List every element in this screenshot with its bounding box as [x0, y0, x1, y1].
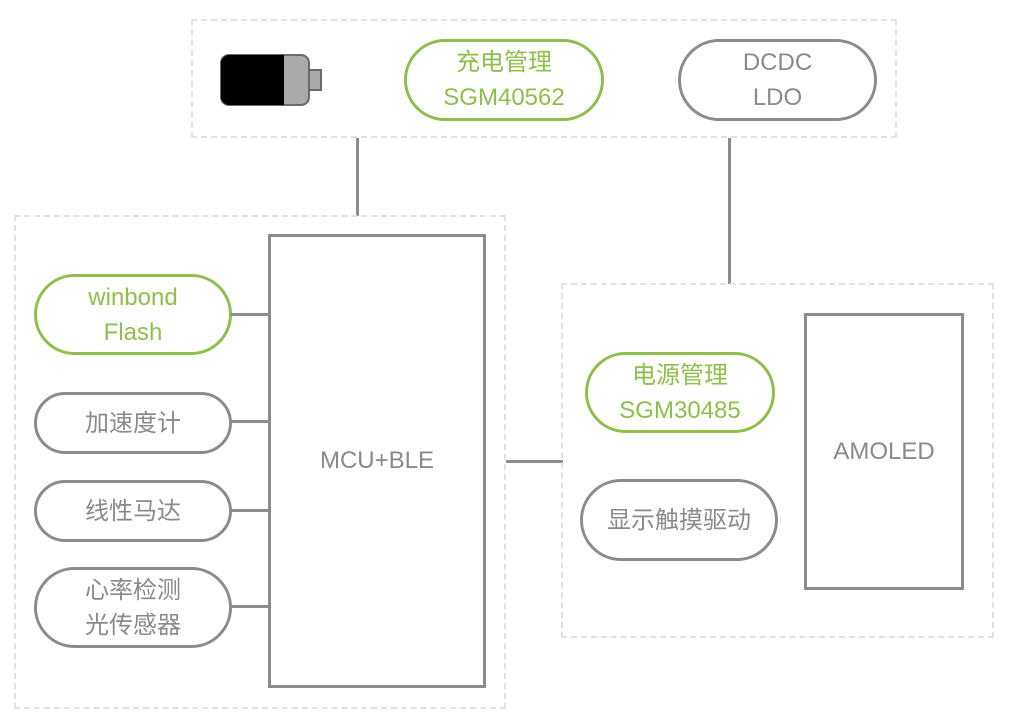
- amoled-block: AMOLED: [804, 313, 964, 590]
- display-driver-node: 显示触摸驱动: [580, 479, 778, 561]
- charger-label: 充电管理: [456, 49, 552, 76]
- mcu-block: MCU+BLE: [268, 234, 486, 688]
- flash-brand: winbond: [88, 283, 178, 311]
- mcu-label: MCU+BLE: [319, 447, 435, 474]
- flash-label: Flash: [103, 318, 163, 346]
- flash-node: winbond Flash: [34, 274, 232, 355]
- connector-mcu-display: [506, 460, 563, 463]
- regulator-node: DCDC LDO: [678, 39, 877, 121]
- heart-rate-node: 心率检测 光传感器: [34, 567, 232, 648]
- amoled-label: AMOLED: [833, 437, 935, 465]
- charger-part: SGM40562: [443, 84, 565, 111]
- light-sensor-label: 光传感器: [85, 611, 181, 639]
- connector-flash: [231, 313, 269, 316]
- regulator-dcdc: DCDC: [742, 49, 813, 76]
- display-driver-label: 显示触摸驱动: [607, 506, 751, 534]
- connector-heart-rate: [231, 605, 269, 608]
- power-group: [191, 19, 897, 138]
- regulator-ldo: LDO: [752, 84, 803, 111]
- connector-accelerometer: [231, 420, 269, 423]
- battery-icon: [220, 54, 322, 106]
- mcu-group: [14, 215, 506, 709]
- heart-rate-label: 心率检测: [85, 576, 181, 604]
- pmic-label: 电源管理: [632, 361, 728, 389]
- accelerometer-node: 加速度计: [34, 392, 232, 454]
- motor-label: 线性马达: [85, 497, 181, 525]
- connector-power-mcu: [356, 138, 359, 216]
- connector-power-display: [728, 138, 731, 284]
- display-group: [561, 283, 994, 638]
- connector-motor: [231, 509, 269, 512]
- pmic-part: SGM30485: [619, 396, 741, 424]
- accelerometer-label: 加速度计: [85, 409, 181, 437]
- charger-node: 充电管理 SGM40562: [404, 39, 604, 121]
- pmic-node: 电源管理 SGM30485: [585, 352, 775, 433]
- motor-node: 线性马达: [34, 480, 232, 542]
